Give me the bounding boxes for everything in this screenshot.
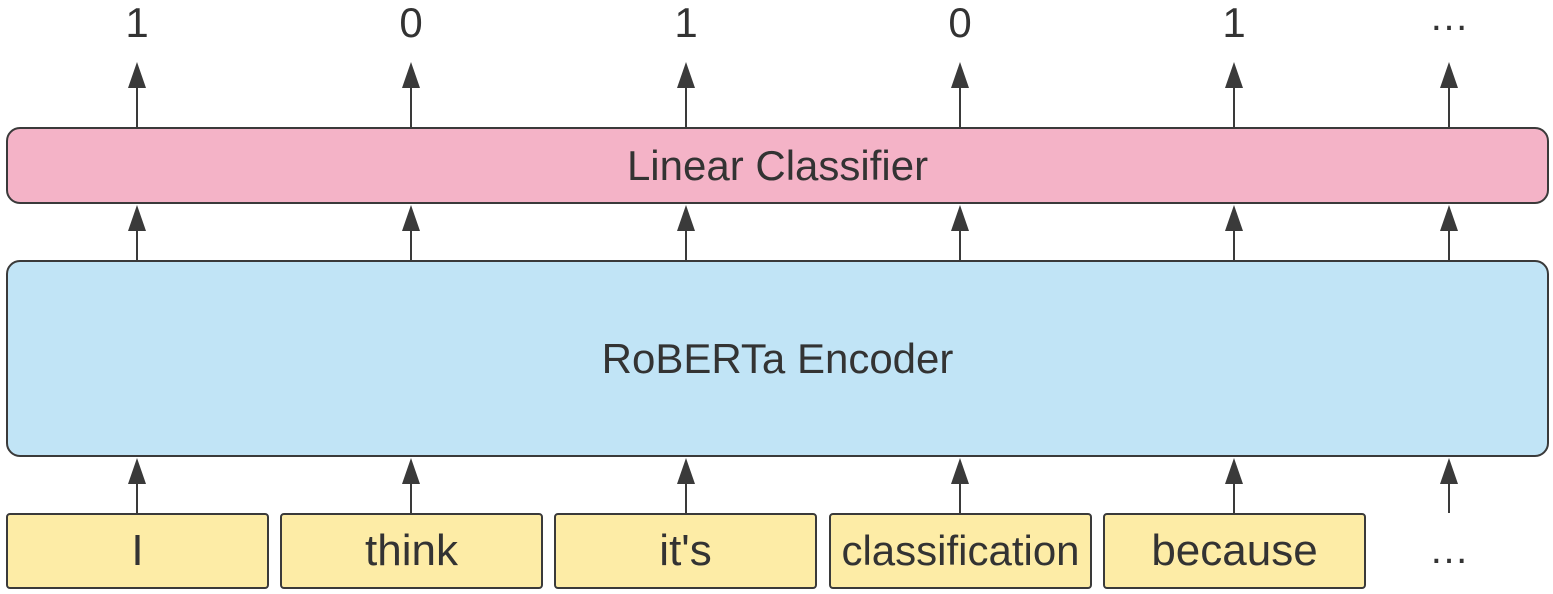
token-box-4: classification <box>829 513 1092 589</box>
token-box-5: because <box>1103 513 1366 589</box>
output-label-3: 1 <box>674 0 698 46</box>
arrow-encoder-to-classifier-3 <box>677 205 695 260</box>
token-label-2: think <box>365 526 458 575</box>
token-ellipsis: … <box>1429 527 1469 572</box>
arrow-token-to-encoder-2 <box>402 458 420 513</box>
arrow-token-to-encoder-4 <box>951 458 969 513</box>
linear-classifier-label: Linear Classifier <box>626 141 929 189</box>
output-label-2: 0 <box>399 0 423 46</box>
arrow-encoder-to-classifier-4 <box>951 205 969 260</box>
arrow-encoder-to-classifier-6 <box>1440 205 1458 260</box>
output-label-ellipsis: … <box>1429 0 1469 39</box>
arrow-classifier-to-output-1 <box>128 62 146 127</box>
token-label-4: classification <box>841 527 1080 574</box>
arrow-token-to-encoder-3 <box>677 458 695 513</box>
token-box-3: it's <box>554 513 817 589</box>
linear-classifier-box: Linear Classifier <box>6 127 1549 204</box>
token-label-1: I <box>131 526 144 575</box>
token-label-3: it's <box>659 526 712 575</box>
token-box-2: think <box>280 513 543 589</box>
arrow-classifier-to-output-2 <box>402 62 420 127</box>
arrow-classifier-to-output-3 <box>677 62 695 127</box>
token-label-5: because <box>1151 526 1318 575</box>
arrow-encoder-to-classifier-1 <box>128 205 146 260</box>
output-label-4: 0 <box>948 0 972 46</box>
roberta-encoder-box: RoBERTa Encoder <box>6 260 1549 457</box>
arrow-token-to-encoder-5 <box>1225 458 1243 513</box>
token-box-1: I <box>6 513 269 589</box>
arrow-classifier-to-output-6 <box>1440 62 1458 127</box>
arrow-classifier-to-output-4 <box>951 62 969 127</box>
arrow-encoder-to-classifier-5 <box>1225 205 1243 260</box>
arrow-token-to-encoder-1 <box>128 458 146 513</box>
output-label-1: 1 <box>125 0 149 46</box>
roberta-encoder-label: RoBERTa Encoder <box>601 334 954 382</box>
arrow-classifier-to-output-5 <box>1225 62 1243 127</box>
arrow-token-to-encoder-6 <box>1440 458 1458 513</box>
arrow-encoder-to-classifier-2 <box>402 205 420 260</box>
output-label-5: 1 <box>1222 0 1246 46</box>
